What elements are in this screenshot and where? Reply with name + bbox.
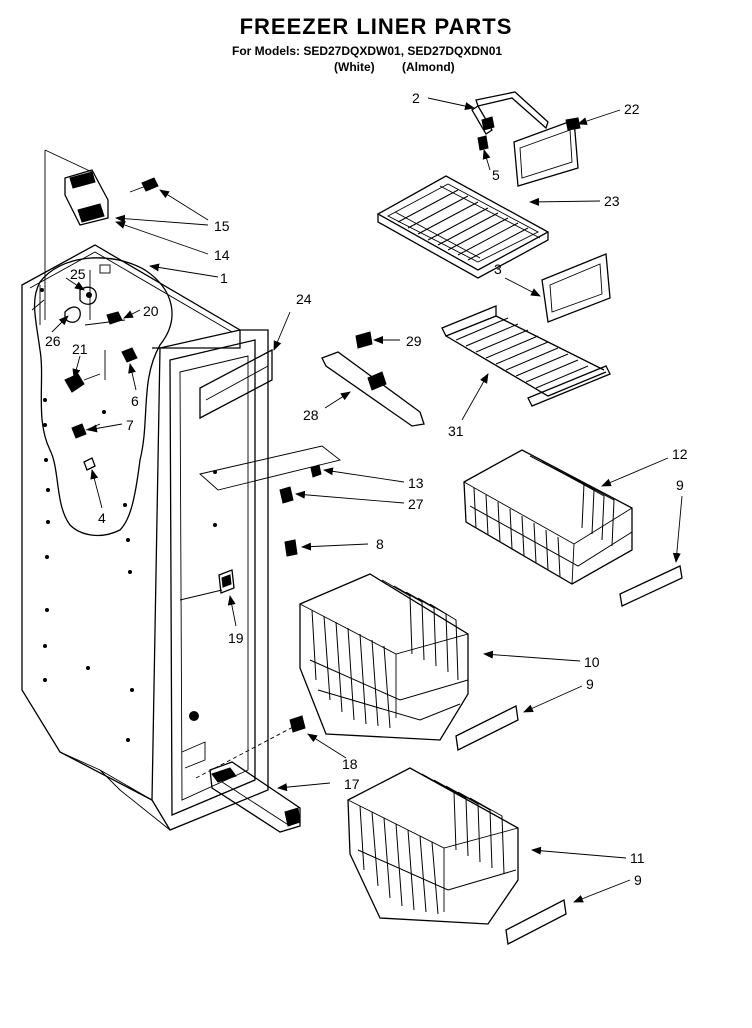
callout-8: 8 xyxy=(376,536,384,552)
callout-9-a: 9 xyxy=(676,477,684,493)
callout-23: 23 xyxy=(604,193,620,209)
callout-1: 1 xyxy=(220,270,228,286)
shelf-trim-22 xyxy=(513,117,581,187)
basket-trim-9c xyxy=(505,899,567,945)
freezer-liner xyxy=(21,244,269,831)
leader-lines xyxy=(51,97,683,903)
screw-5 xyxy=(477,135,489,151)
fitting-27 xyxy=(279,486,294,504)
callout-15: 15 xyxy=(214,218,230,234)
callout-10: 10 xyxy=(584,654,600,670)
basket-trim-9a xyxy=(619,565,683,607)
callout-14: 14 xyxy=(214,247,230,263)
wire-shelf-23 xyxy=(376,175,550,279)
callout-25: 25 xyxy=(70,266,86,282)
color-almond-label: (Almond) xyxy=(402,60,455,74)
callout-20: 20 xyxy=(143,303,159,319)
clip-8 xyxy=(284,539,298,557)
callout-27: 27 xyxy=(408,496,424,512)
shelf-bracket-2 xyxy=(471,91,549,135)
callout-24: 24 xyxy=(296,291,312,307)
callout-11: 11 xyxy=(630,850,645,866)
callout-4: 4 xyxy=(98,510,106,526)
callout-numbers: 1 2 5 22 23 3 29 28 31 24 15 14 13 27 8 … xyxy=(45,90,688,888)
wire-shelf-31 xyxy=(441,305,611,407)
screw-29 xyxy=(355,331,373,349)
callout-2: 2 xyxy=(412,90,420,106)
diagram-title: FREEZER LINER PARTS xyxy=(239,14,513,39)
basket-trim-9b xyxy=(455,705,519,751)
callout-3: 3 xyxy=(494,261,502,277)
models-line: For Models: SED27DQXDW01, SED27DQXDN01 xyxy=(232,44,503,58)
basket-10 xyxy=(299,573,469,741)
callout-7: 7 xyxy=(126,417,134,433)
callout-6: 6 xyxy=(131,393,139,409)
basket-12 xyxy=(463,449,633,585)
callout-19: 19 xyxy=(228,630,244,646)
screw-15 xyxy=(129,177,159,193)
trim-24 xyxy=(199,348,273,420)
shelf-trim-3 xyxy=(541,253,611,323)
switch-19 xyxy=(179,569,235,601)
toe-grille-17 xyxy=(209,761,301,833)
callout-21: 21 xyxy=(72,341,88,357)
callout-9-b: 9 xyxy=(586,676,594,692)
screw-18 xyxy=(195,715,306,779)
shelf-support-28 xyxy=(321,351,425,427)
color-white-label: (White) xyxy=(334,60,375,74)
callout-26: 26 xyxy=(45,333,61,349)
liner-small-parts xyxy=(64,286,138,471)
liner-bracket-14 xyxy=(44,149,109,320)
callout-9-c: 9 xyxy=(634,872,642,888)
callout-18: 18 xyxy=(342,756,358,772)
callout-22: 22 xyxy=(624,101,640,117)
callout-31: 31 xyxy=(448,423,464,439)
basket-11 xyxy=(347,767,519,925)
callout-5: 5 xyxy=(492,167,500,183)
callout-28: 28 xyxy=(303,407,319,423)
callout-17: 17 xyxy=(344,776,360,792)
callout-13: 13 xyxy=(408,475,424,491)
fitting-13 xyxy=(310,464,322,478)
callout-12: 12 xyxy=(672,446,688,462)
label-panel xyxy=(199,445,342,491)
callout-29: 29 xyxy=(406,333,422,349)
